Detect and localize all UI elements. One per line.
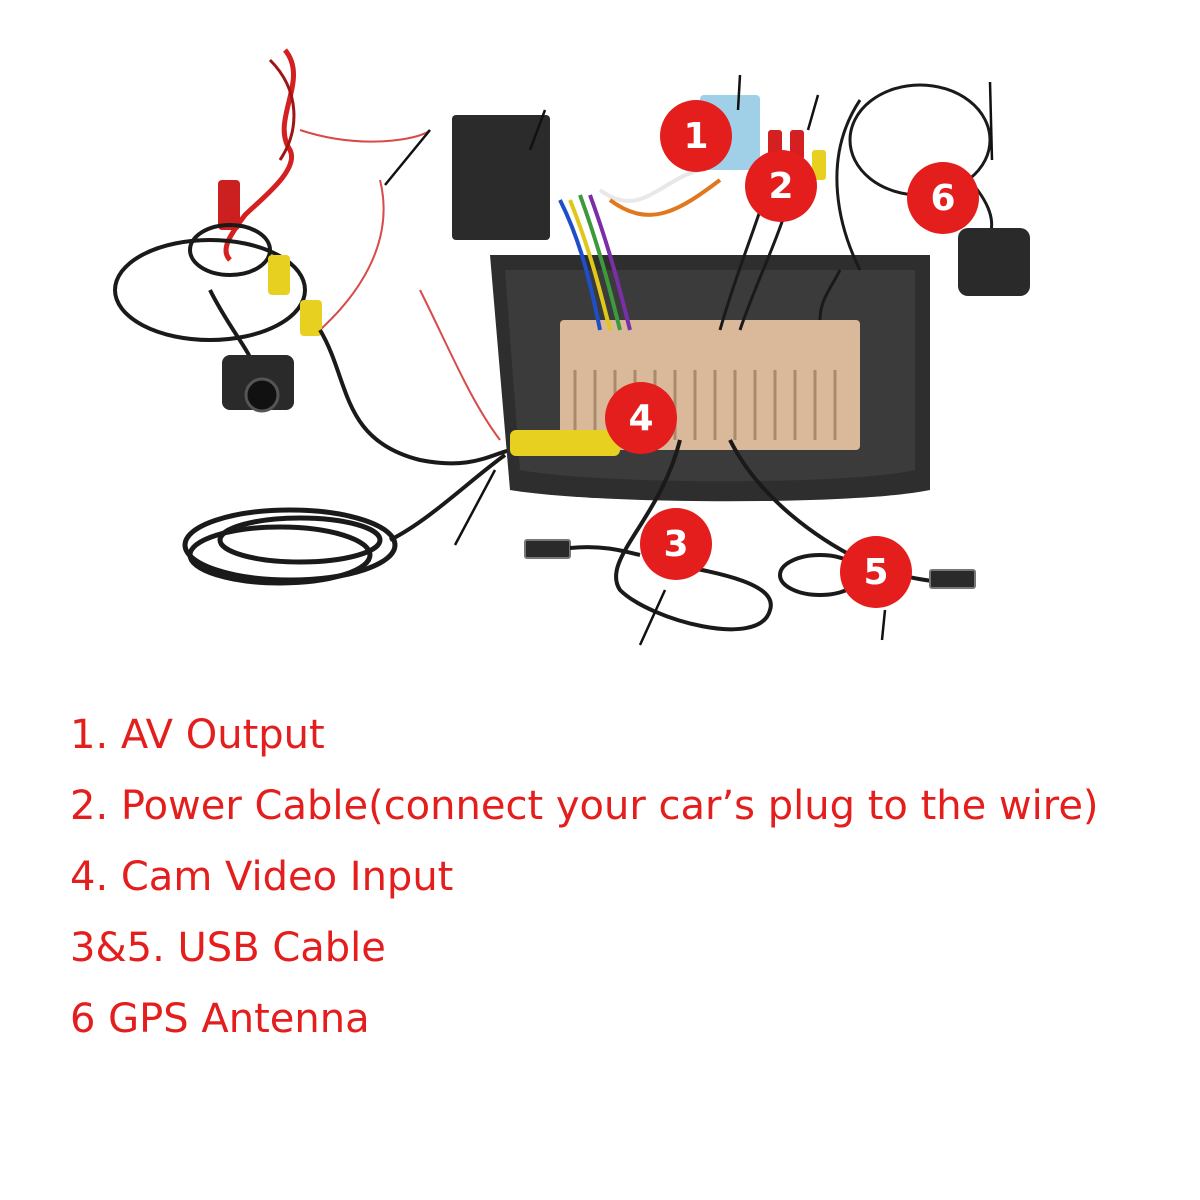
callout-6: 6: [907, 162, 979, 234]
harness-box: [452, 115, 550, 240]
gps-antenna: [958, 228, 1030, 296]
callout-2: 2: [745, 150, 817, 222]
legend: 1. AV Output 2. Power Cable(connect your…: [70, 700, 1099, 1055]
callout-5: 5: [840, 536, 912, 608]
power-connector: [218, 180, 240, 230]
cam-video-input-connector: [510, 430, 620, 456]
legend-item-av-output: 1. AV Output: [70, 712, 325, 758]
usb-cable-3: [613, 439, 773, 632]
legend-item-cam-video-input: 4. Cam Video Input: [70, 854, 454, 900]
callout-4: 4: [605, 382, 677, 454]
callout-3: 3: [640, 508, 712, 580]
legend-item-gps-antenna: 6 GPS Antenna: [70, 996, 370, 1042]
legend-item-power-cable: 2. Power Cable(connect your car’s plug t…: [70, 783, 1099, 829]
callout-1: 1: [660, 100, 732, 172]
cable-coil: [182, 507, 398, 583]
yellow-rca-connector: [268, 255, 290, 295]
legend-item-usb-cable: 3&5. USB Cable: [70, 925, 386, 971]
wiring-photo: [113, 48, 1030, 646]
